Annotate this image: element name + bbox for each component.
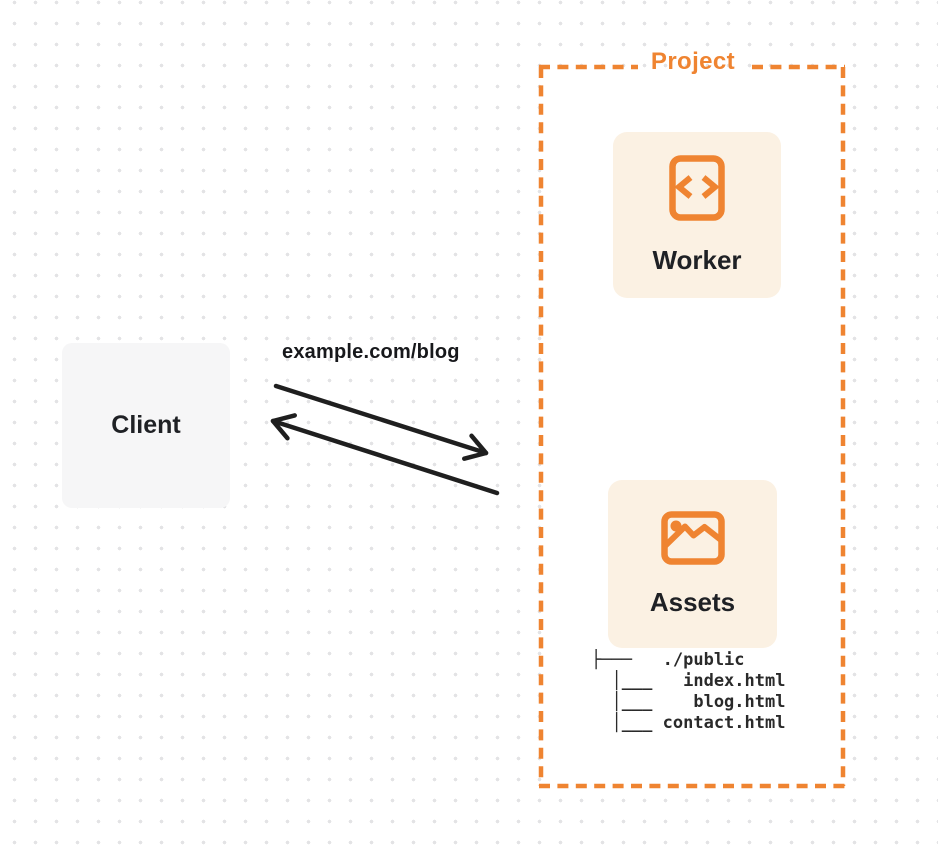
code-file-icon xyxy=(669,155,725,221)
image-icon xyxy=(660,511,725,565)
request-arrow xyxy=(273,383,489,461)
client-box: Client xyxy=(62,343,230,508)
project-dashed-border xyxy=(538,64,846,789)
assets-card: Assets xyxy=(608,480,777,648)
assets-label: Assets xyxy=(649,587,736,617)
response-arrow xyxy=(270,413,500,496)
project-label: Project xyxy=(650,48,736,75)
request-url-label: example.com/blog xyxy=(282,341,460,363)
client-label: Client xyxy=(111,411,181,439)
worker-label: Worker xyxy=(652,245,742,275)
worker-card: Worker xyxy=(613,132,781,298)
assets-file-tree: ├─── ./public │___ index.html │___ blog.… xyxy=(591,650,786,733)
